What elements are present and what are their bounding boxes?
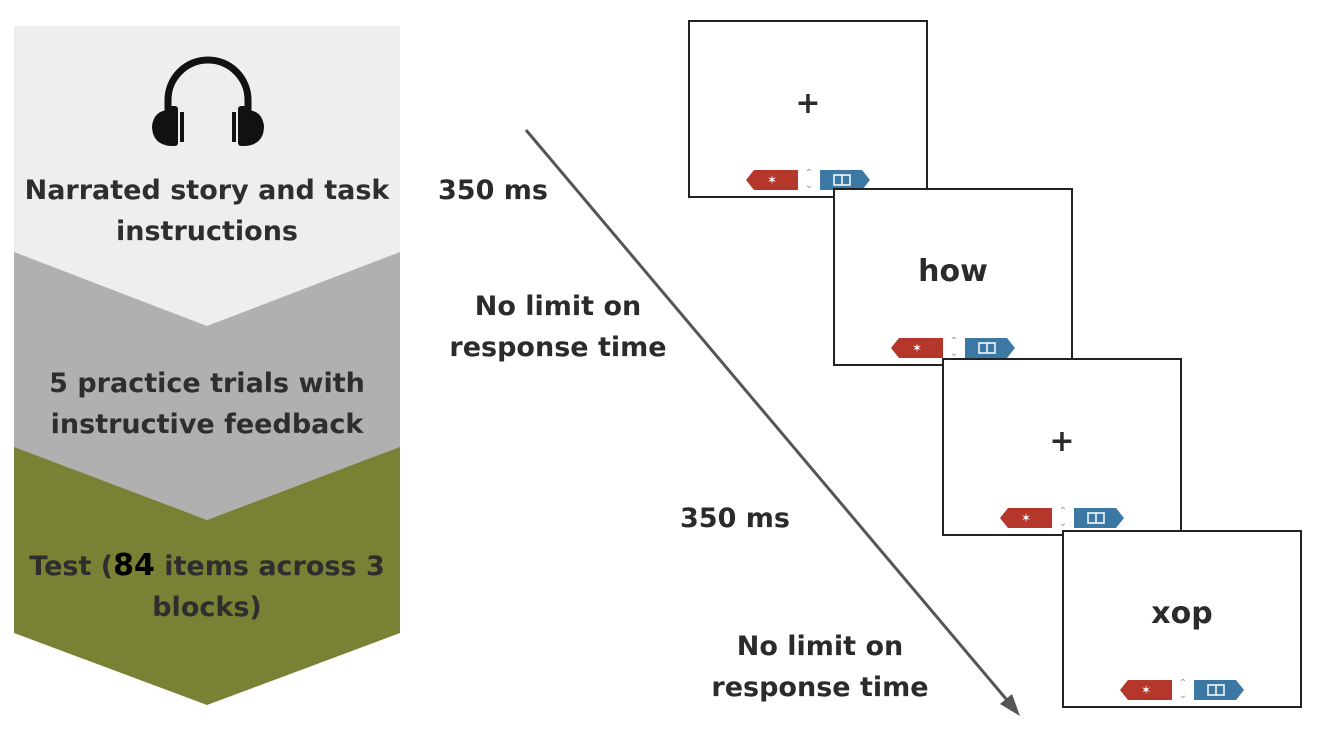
screen-fixation-1: + ✶ ⌃⌄ [688,20,928,198]
timing-label-fixation-1: 350 ms [438,175,548,206]
magic-wand-button[interactable]: ✶ [1000,508,1052,528]
stimulus-text: + [1049,424,1075,459]
screen-toolbar: ✶ ⌃⌄ [891,336,1019,360]
up-down-arrows-icon[interactable]: ⌃⌄ [804,168,814,191]
screen-toolbar: ✶ ⌃⌄ [1000,506,1128,530]
up-down-arrows-icon[interactable]: ⌃⌄ [949,336,959,359]
headphones-icon [152,56,264,146]
magic-wand-button[interactable]: ✶ [1120,680,1172,700]
book-button[interactable] [820,170,870,190]
stimulus-text: how [918,254,988,289]
step-test-suffix: items across 3 blocks) [152,551,385,623]
step-test-text: Test (84 items across 3 blocks) [14,545,400,628]
magic-wand-button[interactable]: ✶ [891,338,943,358]
book-icon [978,342,996,354]
timing-label-response-1: No limit on response time [449,291,667,363]
screen-pseudoword: xop ✶ ⌃⌄ [1062,530,1302,708]
book-icon [1207,684,1225,696]
magic-wand-icon: ✶ [1140,683,1152,697]
step-test-prefix: Test ( [29,551,114,582]
magic-wand-icon: ✶ [1020,511,1032,525]
screen-fixation-2: + ✶ ⌃⌄ [942,358,1182,536]
up-down-arrows-icon[interactable]: ⌃⌄ [1178,678,1188,701]
book-button[interactable] [1074,508,1124,528]
step-instructions-text: Narrated story and task instructions [24,175,390,247]
book-icon [1087,512,1105,524]
magic-wand-icon: ✶ [766,173,778,187]
flow-step-instructions: Narrated story and task instructions [14,26,400,326]
step-practice-text: 5 practice trials with instructive feedb… [49,368,365,440]
screen-word: how ✶ ⌃⌄ [833,188,1073,366]
timing-label-fixation-2: 350 ms [680,503,790,534]
timing-label-response-2: No limit on response time [711,631,929,703]
book-button[interactable] [1194,680,1244,700]
magic-wand-icon: ✶ [911,341,923,355]
up-down-arrows-icon[interactable]: ⌃⌄ [1058,506,1068,529]
stimulus-text: xop [1151,596,1213,631]
magic-wand-button[interactable]: ✶ [746,170,798,190]
book-button[interactable] [965,338,1015,358]
screen-toolbar: ✶ ⌃⌄ [746,168,874,192]
book-icon [833,174,851,186]
step-test-count: 84 [113,548,155,583]
screen-toolbar: ✶ ⌃⌄ [1120,678,1248,702]
stimulus-text: + [795,86,821,121]
